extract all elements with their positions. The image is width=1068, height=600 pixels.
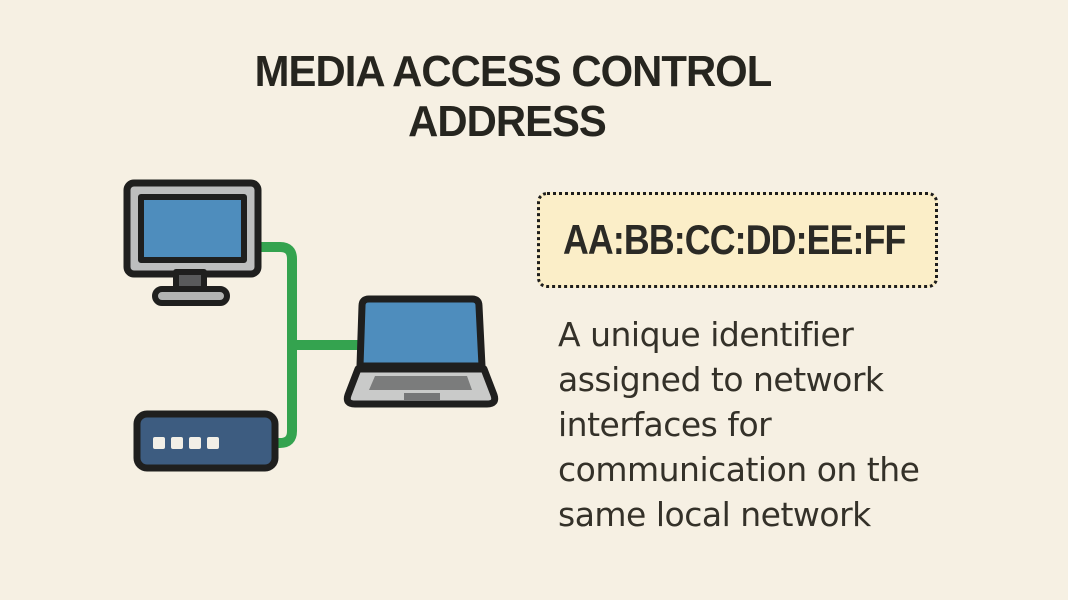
laptop-icon [343, 295, 499, 408]
network-switch-icon [133, 410, 279, 472]
desktop-computer-icon [123, 179, 262, 306]
page-title-line-2: ADDRESS [408, 97, 607, 146]
description-line: communication on the [558, 450, 920, 489]
page-title-line-1: MEDIA ACCESS CONTROL [254, 47, 773, 96]
mac-address-value: AA:BB:CC:DD:EE:FF [563, 216, 906, 263]
network-cable [253, 242, 364, 448]
description-line: A unique identifier [558, 315, 854, 354]
description-text: A unique identifier assigned to network … [558, 312, 978, 537]
led-indicators [153, 437, 219, 449]
description-line: interfaces for [558, 405, 772, 444]
description-line: assigned to network [558, 360, 884, 399]
description-line: same local network [558, 495, 871, 534]
mac-address-box: AA:BB:CC:DD:EE:FF [537, 192, 938, 288]
